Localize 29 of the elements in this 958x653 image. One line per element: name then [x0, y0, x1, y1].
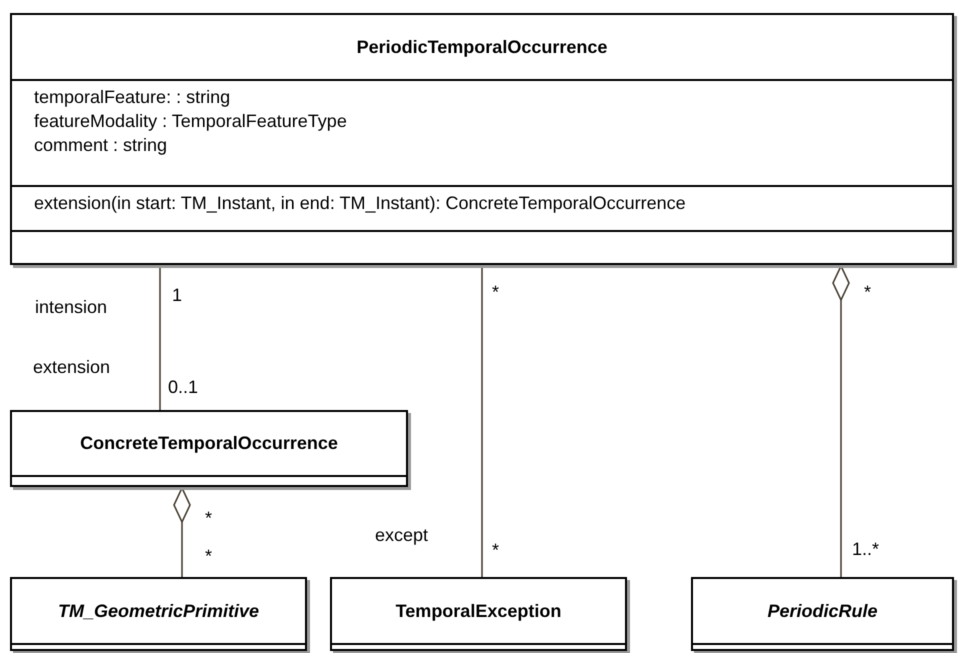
multiplicity: 1: [172, 285, 182, 305]
role-name: intension: [35, 297, 108, 317]
class-box: [10, 577, 307, 651]
class-name: ConcreteTemporalOccurrence: [80, 433, 338, 454]
class-box: [10, 410, 408, 487]
role-name: except: [375, 525, 428, 545]
aggregation-line: [832, 265, 850, 577]
multiplicity: *: [492, 282, 500, 302]
multiplicity: *: [864, 282, 872, 302]
multiplicity: 1..*: [852, 539, 880, 559]
multiplicity: 0..1: [168, 377, 198, 397]
multiplicity: *: [205, 508, 212, 528]
role-name: extension: [33, 357, 110, 377]
class-box: [330, 577, 627, 651]
attribute-text: temporalFeature: : string: [34, 86, 232, 109]
multiplicity: *: [205, 546, 212, 566]
class-box: [691, 577, 954, 651]
operation-text: extension(in start: TM_Instant, in end: TM_Instant): ConcreteTemporalOccurrence: [34, 192, 687, 215]
class-name: PeriodicRule: [767, 600, 878, 622]
class-name: TemporalException: [396, 600, 562, 622]
multiplicity: *: [492, 540, 500, 560]
class-name: PeriodicTemporalOccurrence: [356, 36, 608, 58]
association-line: [481, 265, 483, 577]
class-box: [10, 13, 954, 265]
association-line: [159, 265, 161, 410]
attribute-text: featureModality : TemporalFeatureType: [34, 110, 348, 133]
class-name: TM_GeometricPrimitive: [58, 600, 260, 622]
aggregation-line: [173, 487, 191, 577]
attribute-text: comment : string: [34, 134, 168, 157]
